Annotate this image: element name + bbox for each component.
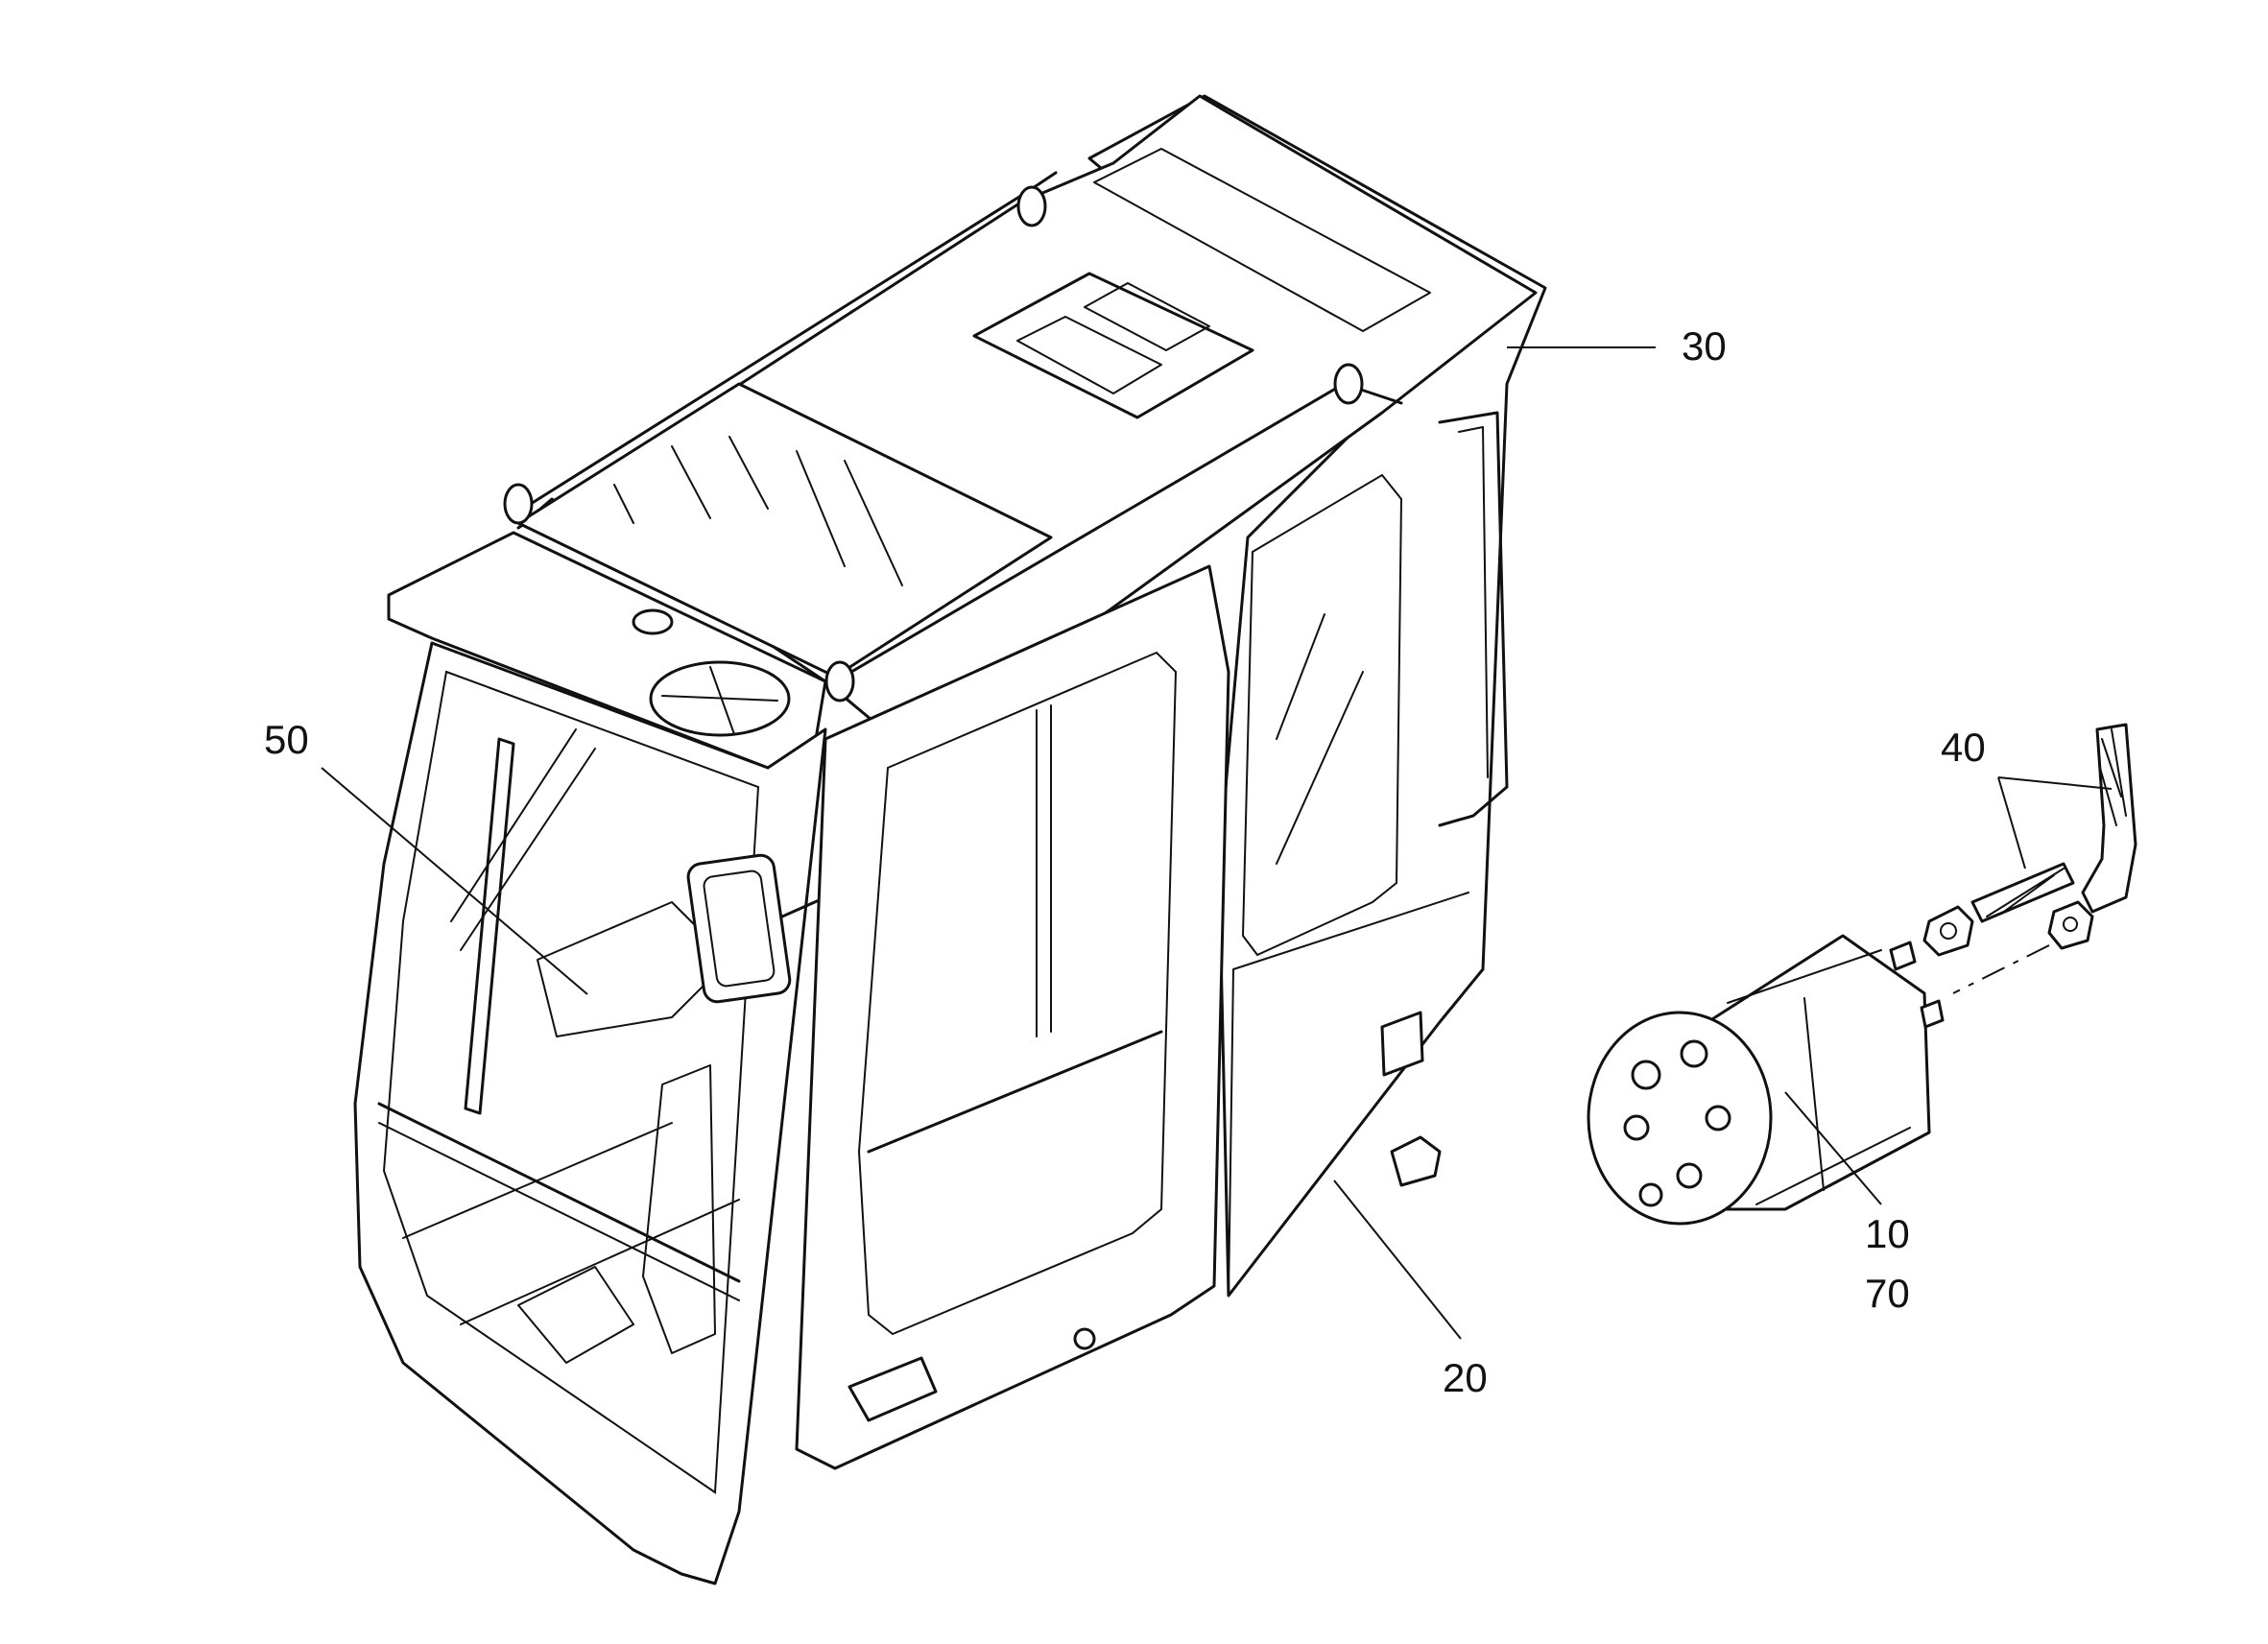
callout-30: 30 [1682,323,1727,369]
lifting-eye-3 [503,483,534,525]
compressor-front-clutch [1587,1011,1773,1226]
rear-handrail [1438,411,1509,827]
callout-labels: 30 50 40 10 70 20 [264,323,1986,1400]
clutch-port-2 [1680,1039,1708,1068]
windshield-glass [382,670,760,1494]
clutch-port-5 [1676,1162,1703,1189]
clutch-port-3 [1705,1105,1731,1132]
door-window [857,651,1178,1336]
callout-40: 40 [1941,725,1986,770]
rear-side-window [1241,473,1403,957]
callout-10: 10 [1865,1211,1910,1256]
refrigerant-hoses [1922,723,2137,994]
callout-50: 50 [264,717,309,762]
roof-skylight-hatching [613,436,903,586]
lifting-eye-2 [1333,363,1364,405]
leader-40a [1997,776,2026,870]
ac-compressor [1587,934,1945,1226]
leader-50 [321,767,588,995]
door-handrail [867,1030,1163,1154]
roof-hatch-inner-2 [1084,282,1210,351]
mirror-left [686,853,875,1004]
hose-elbow [2081,723,2137,914]
callout-leaders [321,346,2113,1340]
clutch-port-1 [1631,1060,1661,1090]
clutch-port-6 [1638,1182,1663,1207]
hose-fitting-nut-2 [2047,900,2094,950]
lifting-eye-4 [824,660,855,703]
door-lock [1073,1327,1096,1350]
visor-bolt [632,608,674,635]
rear-side-panel-seam [1228,892,1469,1297]
roof-skylight [516,382,1053,679]
front-frame [353,641,827,1585]
compressor-rear-port-2 [1920,999,1945,1029]
cab-door [795,564,1230,1470]
rear-roof-window [1093,148,1431,332]
interior-column [642,1064,716,1354]
leader-20 [1333,1179,1462,1340]
front-crossbar [377,1102,741,1283]
lifting-eye-1 [1016,185,1047,227]
interior-pedal [517,1266,634,1364]
leader-40b [1997,776,2113,790]
operator-cab [353,94,1547,1585]
roof-hatch-outer [972,272,1254,419]
callout-70: 70 [1865,1271,1910,1316]
interior-console [537,901,730,1037]
clutch-port-4 [1623,1114,1650,1141]
rear-panel-vent [1390,1135,1442,1187]
wiper-arm [450,728,596,951]
wiper-blade [464,737,515,1115]
callout-20: 20 [1443,1355,1488,1400]
leader-10 [1784,1091,1882,1205]
hose-fitting-nut-1 [1922,905,1974,957]
roof-hatch-inner-1 [1016,316,1162,394]
rear-panel-latch [1380,1011,1424,1077]
compressor-rear-port-1 [1889,941,1917,971]
door-handle [848,1356,938,1422]
cab-rear-block [1087,94,1547,1298]
hose-centerline [1952,944,2050,994]
